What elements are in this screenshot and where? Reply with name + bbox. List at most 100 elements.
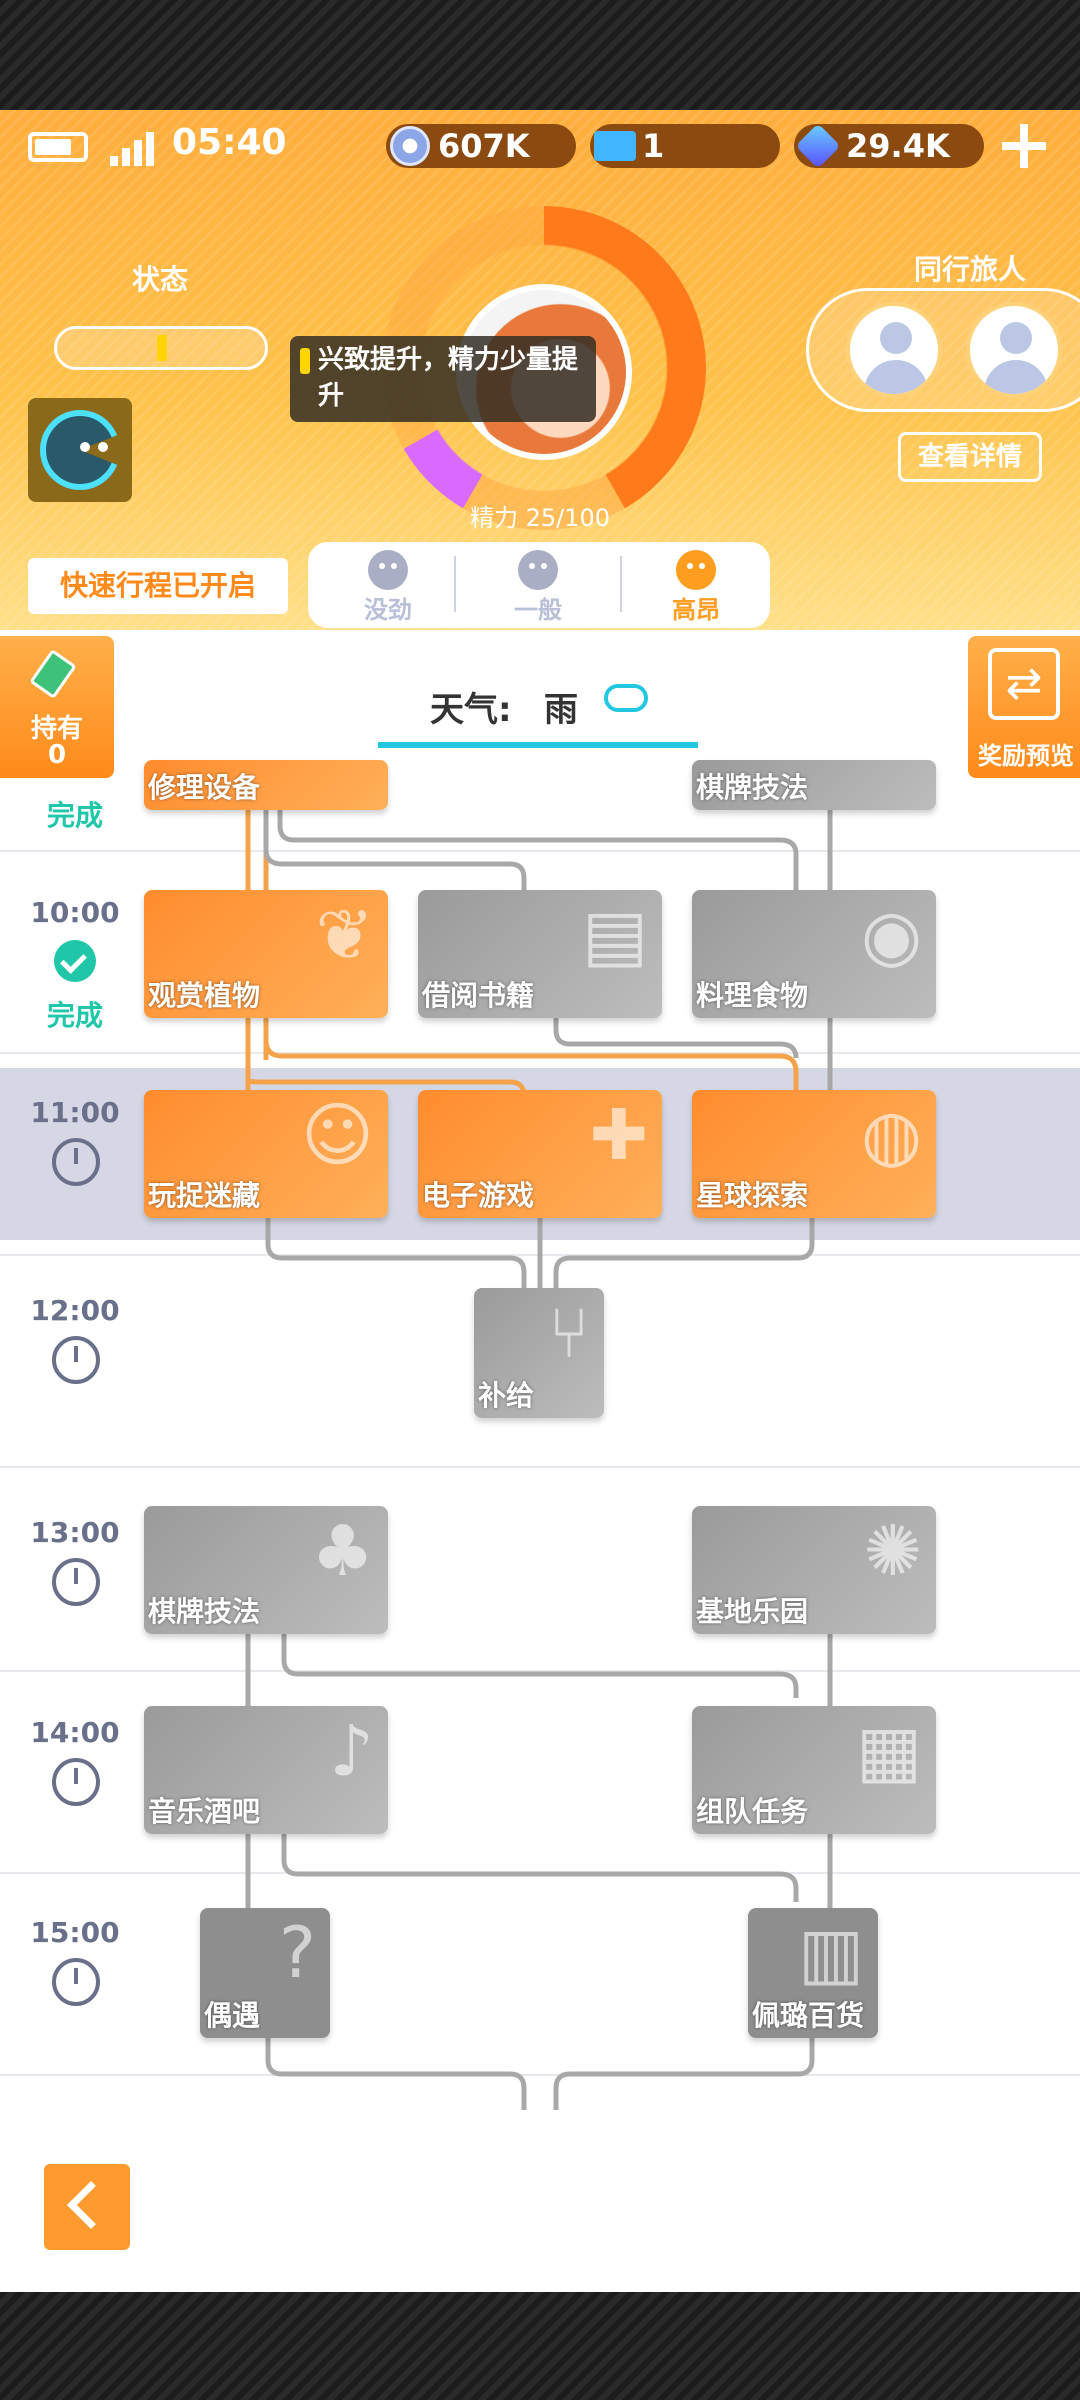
sad-face-icon (368, 550, 408, 590)
activity-card-cards-top[interactable]: 棋牌技法 (692, 760, 936, 810)
mood-divider (454, 556, 456, 612)
ticket-icon (594, 131, 636, 161)
activity-card-hide-seek[interactable]: ☺ 玩捉迷藏 (144, 1090, 388, 1218)
activity-card-label: 补给 (478, 1379, 535, 1412)
row4-time: 13:00 (30, 1516, 120, 1549)
activity-card-label: 玩捉迷藏 (148, 1179, 261, 1212)
swap-arrows-icon: ⇄ (988, 648, 1060, 720)
view-details-button[interactable]: 查看详情 (898, 432, 1042, 482)
companion-slot-1[interactable] (846, 302, 942, 398)
held-items-count: 0 (47, 740, 67, 770)
activity-card-label: 偶遇 (204, 1999, 261, 2032)
activity-card-team-mission[interactable]: ▦ 组队任务 (692, 1706, 936, 1834)
row0-status: 完成 (46, 799, 103, 832)
activity-card-label: 料理食物 (696, 979, 809, 1012)
companion-slot-2[interactable] (966, 302, 1062, 398)
row5-time: 14:00 (30, 1716, 120, 1749)
activity-card-label: 借阅书籍 (422, 979, 535, 1012)
activity-card-cooking[interactable]: ◉ 料理食物 (692, 890, 936, 1018)
playing-card-icon: ♣ (311, 1510, 374, 1592)
mood-option-normal[interactable]: 一般 (488, 550, 588, 625)
mood-tooltip: 兴致提升，精力少量提升 (290, 336, 596, 422)
row-divider (0, 1052, 1080, 1054)
bottom-bar (0, 2110, 1080, 2292)
mood-selector: 没劲 一般 高昂 (308, 542, 770, 628)
crystal-counter[interactable]: 29.4K (794, 123, 984, 169)
coin-value: 607K (438, 127, 530, 165)
mood-tooltip-text: 兴致提升，精力少量提升 (318, 345, 579, 411)
clock-icon (52, 1758, 100, 1806)
neutral-face-icon (518, 550, 558, 590)
weather-row: 天气: 雨 (0, 630, 1080, 780)
mystery-person-icon: ? (278, 1912, 316, 1994)
activity-card-books[interactable]: ▤ 借阅书籍 (418, 890, 662, 1018)
activity-card-plants[interactable]: ❦ 观赏植物 (144, 890, 388, 1018)
check-circle-icon (54, 940, 96, 982)
weather-label: 天气: (430, 690, 512, 730)
ferris-wheel-icon: ✺ (863, 1510, 922, 1592)
activity-card-video-games[interactable]: ✚ 电子游戏 (418, 1090, 662, 1218)
held-items-tab[interactable]: 持有 0 (0, 636, 114, 778)
activity-card-encounter[interactable]: ? 偶遇 (200, 1908, 330, 2038)
back-button[interactable] (44, 2164, 130, 2250)
companions-label: 同行旅人 (914, 253, 1027, 286)
row-divider (0, 1670, 1080, 1672)
puzzle-icon: ▦ (855, 1710, 922, 1792)
add-currency-button[interactable] (1000, 122, 1048, 170)
row-divider (0, 1466, 1080, 1468)
activity-card-label: 音乐酒吧 (148, 1795, 261, 1828)
activity-card-label: 棋牌技法 (148, 1595, 261, 1628)
activity-card-store[interactable]: ▥ 佩璐百货 (748, 1908, 878, 2038)
person-icon-body (984, 360, 1048, 394)
activity-card-label: 观赏植物 (148, 979, 261, 1012)
row1-status: 完成 (46, 999, 103, 1032)
person-icon (1000, 322, 1032, 354)
ticket-value: 1 (642, 127, 665, 165)
hiding-face-icon: ☺ (301, 1094, 374, 1176)
person-icon-body (864, 360, 928, 394)
pacman-icon[interactable] (28, 398, 132, 502)
activity-card-repair[interactable]: 修理设备 (144, 760, 388, 810)
gamepad-icon: ✚ (589, 1094, 648, 1176)
clock-icon (52, 1958, 100, 2006)
activity-card-label: 组队任务 (696, 1795, 809, 1828)
sprout-icon: ❦ (315, 894, 374, 976)
battery-icon (28, 132, 88, 162)
ticket-counter[interactable]: 1 (590, 124, 780, 168)
mood-option-high-label: 高昂 (672, 596, 720, 624)
happy-face-icon (676, 550, 716, 590)
activity-card-cards[interactable]: ♣ 棋牌技法 (144, 1506, 388, 1634)
held-items-label: 持有 (30, 714, 83, 744)
activity-card-supply[interactable]: ⑂ 补给 (474, 1288, 604, 1418)
person-icon (880, 322, 912, 354)
row2-time: 11:00 (30, 1096, 120, 1129)
quick-trip-badge[interactable]: 快速行程已开启 (28, 558, 288, 614)
activity-card-label: 电子游戏 (422, 1179, 535, 1212)
utensils-icon: ⑂ (548, 1292, 590, 1374)
schedule-panel: 天气: 雨 完成 修理设备 棋牌技法 10:00 完成 ❦ 观赏植物 ▤ 借阅书… (0, 630, 1080, 2110)
weather-value: 雨 (544, 690, 578, 730)
top-frame (0, 0, 1080, 110)
reward-preview-tab[interactable]: ⇄ 奖励预览 (968, 636, 1080, 778)
row1-time: 10:00 (30, 896, 120, 929)
crystal-value: 29.4K (846, 127, 950, 165)
activity-card-amusement[interactable]: ✺ 基地乐园 (692, 1506, 936, 1634)
status-label: 状态 (132, 263, 189, 296)
mood-option-low[interactable]: 没劲 (338, 550, 438, 625)
activity-card-label: 星球探索 (696, 1179, 809, 1212)
microphone-icon: ♪ (329, 1710, 374, 1792)
row6-time: 15:00 (30, 1916, 120, 1949)
book-icon: ▤ (581, 894, 648, 976)
weather-underline (378, 742, 698, 748)
activity-card-planet[interactable]: ◍ 星球探索 (692, 1090, 936, 1218)
mood-option-high[interactable]: 高昂 (646, 550, 746, 625)
coin-counter[interactable]: 607K (386, 124, 576, 168)
activity-card-label: 棋牌技法 (696, 771, 809, 804)
activity-card-label: 佩璐百货 (752, 1999, 865, 2032)
activity-card-music-bar[interactable]: ♪ 音乐酒吧 (144, 1706, 388, 1834)
vending-machine-icon: ▥ (797, 1912, 864, 1994)
row3-time: 12:00 (30, 1294, 120, 1327)
rain-cloud-icon (604, 684, 648, 712)
sushi-icon: ◉ (860, 894, 922, 976)
planet-icon: ◍ (860, 1094, 922, 1176)
